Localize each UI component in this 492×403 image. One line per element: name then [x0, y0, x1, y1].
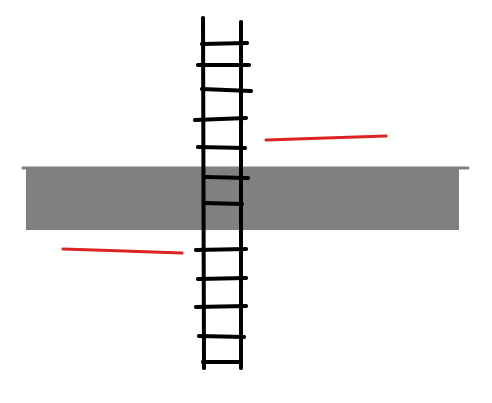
ladder-rung	[202, 201, 244, 206]
ladder-rung	[193, 116, 248, 122]
ladder-rung	[196, 145, 247, 150]
ladder-rungs	[193, 41, 253, 364]
ladder-rung	[194, 304, 248, 309]
ladder-rung	[197, 334, 246, 339]
red-mark-lower-left	[61, 247, 184, 255]
ladder-rung	[196, 276, 248, 281]
ladder-rung	[200, 87, 253, 93]
ladder-rung	[194, 247, 248, 252]
ladder-rung	[203, 175, 250, 180]
ladder-icon	[193, 16, 253, 370]
ladder-rung	[200, 41, 249, 46]
ladder-left-rail	[201, 16, 206, 370]
red-mark-upper-right	[264, 134, 388, 142]
